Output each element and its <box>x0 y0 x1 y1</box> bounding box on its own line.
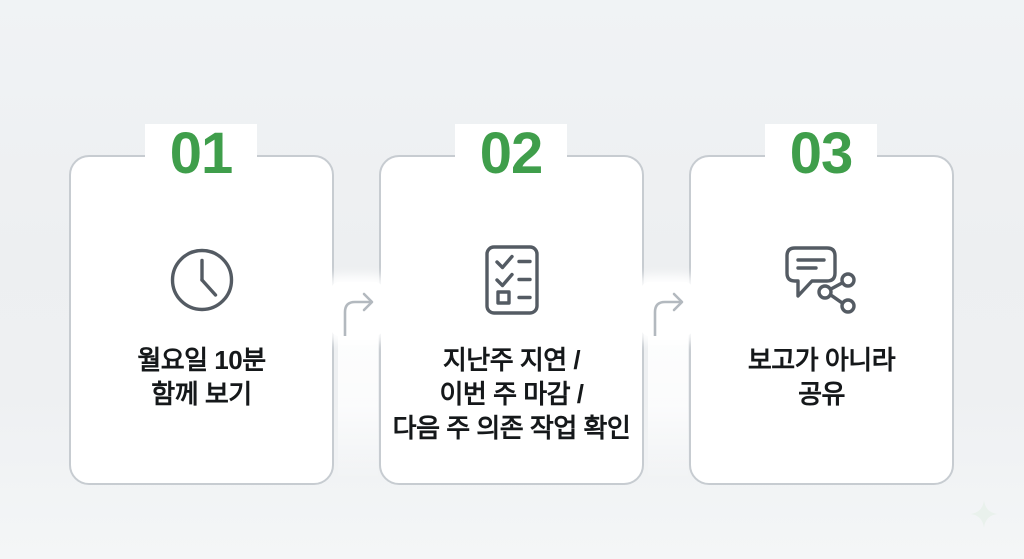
clock-icon <box>71 243 332 317</box>
step-card-2: 지난주 지연 / 이번 주 마감 / 다음 주 의존 작업 확인 <box>379 155 644 485</box>
step-number-3: 03 <box>765 124 877 184</box>
step-text: 월요일 10분 함께 보기 <box>47 343 356 411</box>
step-card-1: 월요일 10분 함께 보기 <box>69 155 334 485</box>
step-text-line: 지난주 지연 / <box>442 345 581 375</box>
arrow-right-icon <box>641 282 693 336</box>
step-number-2: 02 <box>455 124 567 184</box>
step-number-text: 02 <box>479 121 544 186</box>
step-text-line: 공유 <box>798 379 845 409</box>
step-card-3: 보고가 아니라 공유 <box>689 155 954 485</box>
step-number-text: 01 <box>169 121 234 186</box>
step-text: 보고가 아니라 공유 <box>667 343 976 411</box>
step-text-line: 월요일 10분 <box>137 345 266 375</box>
chat-share-icon <box>691 243 952 317</box>
step-text-line: 보고가 아니라 <box>747 345 896 375</box>
step-number-text: 03 <box>789 121 854 186</box>
step-text-line: 함께 보기 <box>151 379 252 409</box>
step-number-1: 01 <box>145 124 257 184</box>
step-text: 지난주 지연 / 이번 주 마감 / 다음 주 의존 작업 확인 <box>357 343 666 445</box>
arrow-right-icon <box>331 282 383 336</box>
step-text-line: 다음 주 의존 작업 확인 <box>392 413 631 443</box>
step-text-line: 이번 주 마감 / <box>439 379 585 409</box>
sparkle-decoration <box>970 500 998 528</box>
checklist-icon <box>381 243 642 317</box>
